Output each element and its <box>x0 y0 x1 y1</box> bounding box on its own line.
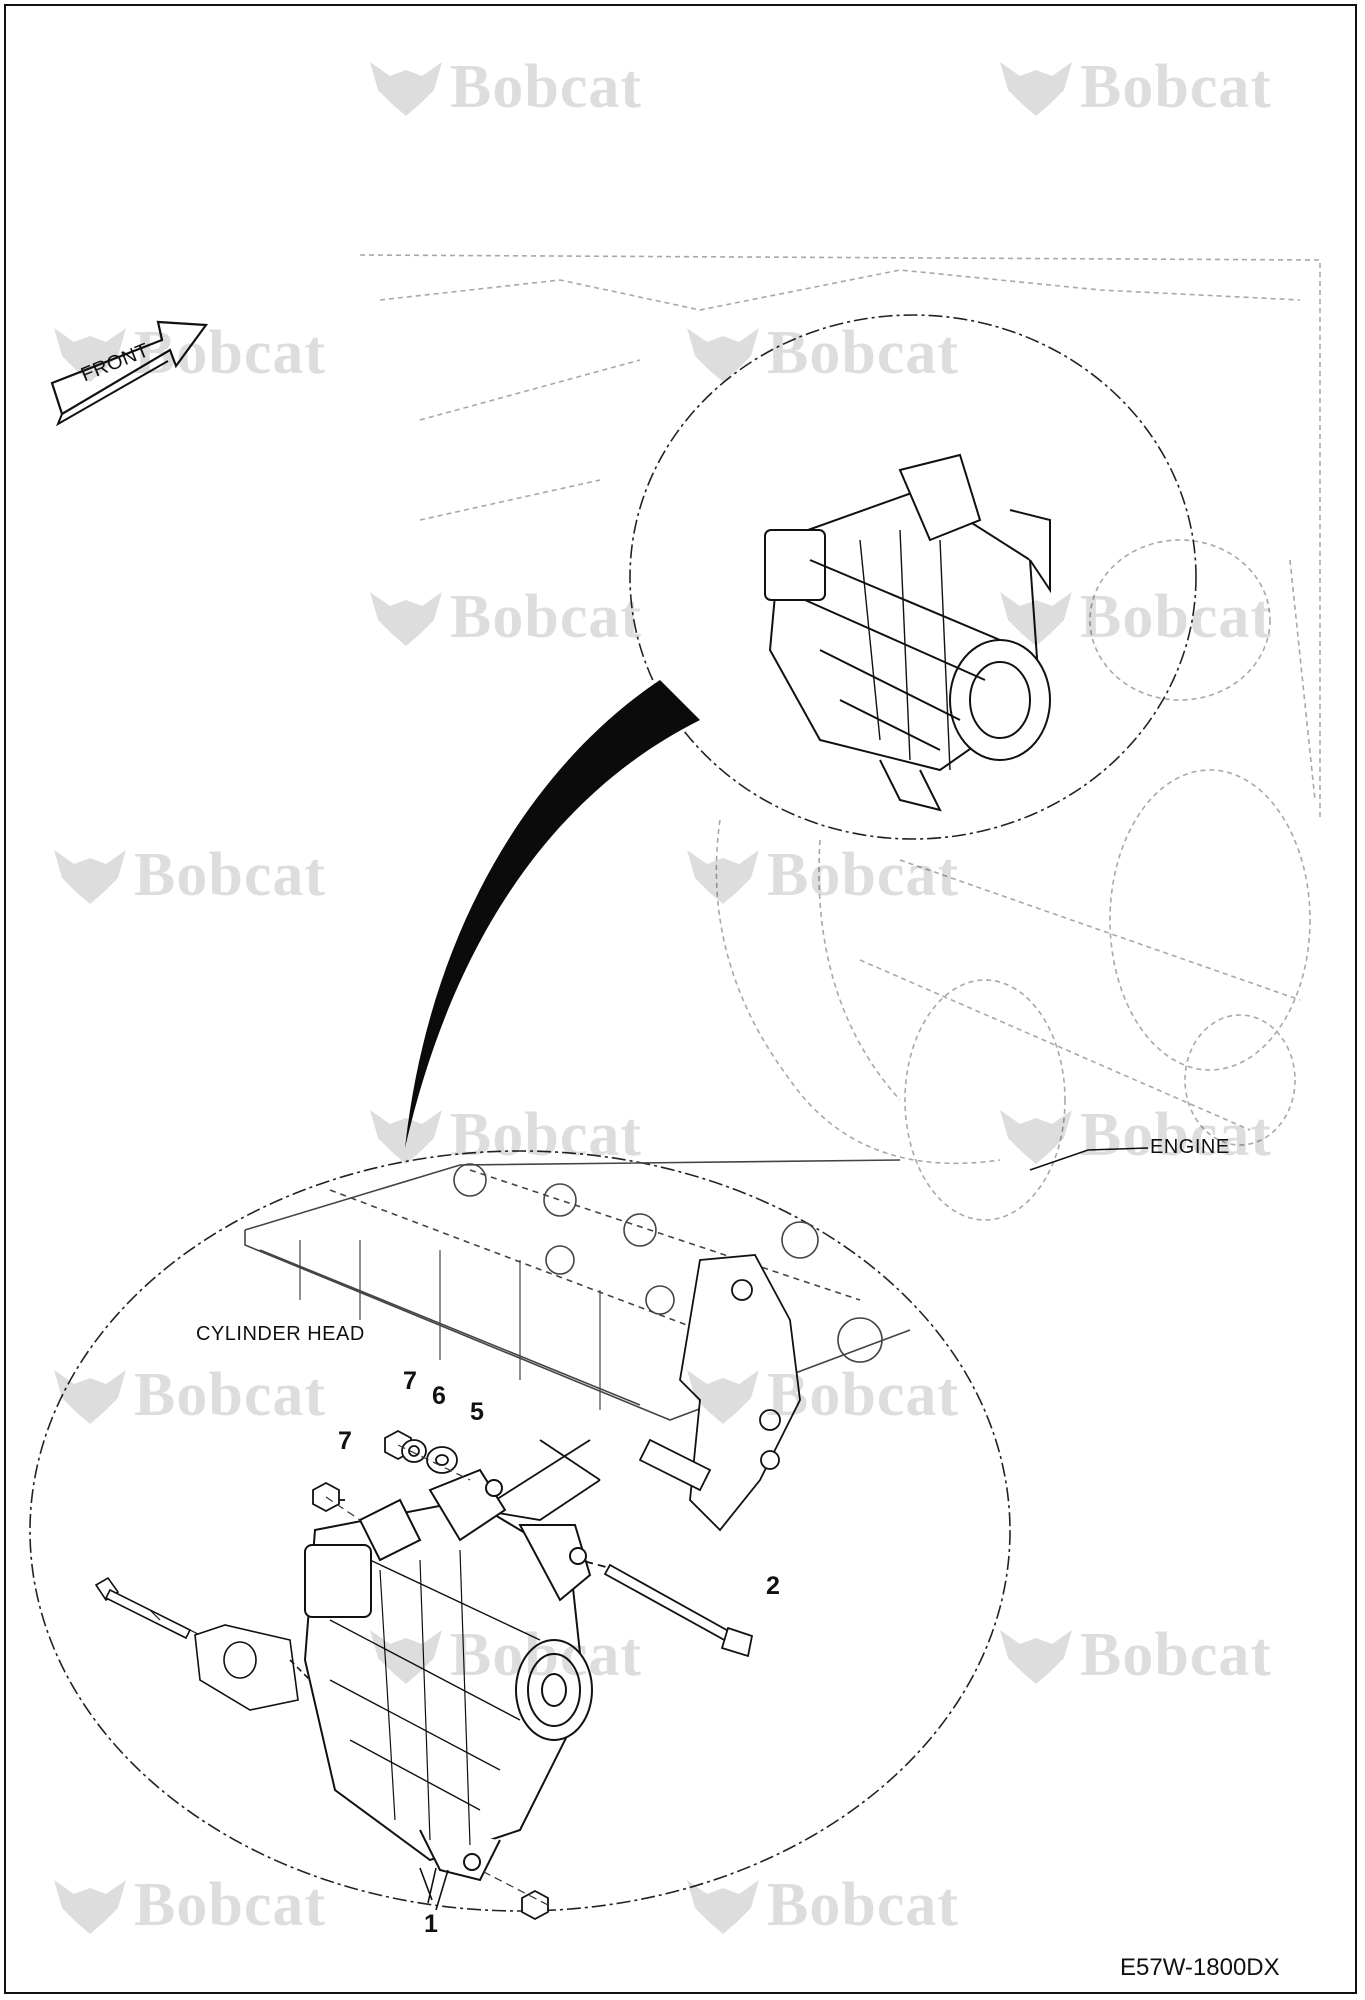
detail-connector-wedge <box>405 680 700 1148</box>
drawing-frame <box>4 4 1357 1994</box>
engine-background <box>359 254 1321 1221</box>
detail-circle-cylinder-head <box>29 1150 1011 1912</box>
bolt-2-icon <box>559 1554 754 1658</box>
drawing-code: E57W-1800DX <box>1120 1954 1280 1981</box>
alternator-part-1-icon <box>303 1468 593 1882</box>
callout-5: 5 <box>470 1398 484 1426</box>
callout-1: 1 <box>424 1910 438 1938</box>
engine-label: ENGINE <box>1150 1136 1230 1158</box>
mounting-bracket-icon <box>477 1254 801 1532</box>
callout-7-left: 7 <box>338 1427 352 1455</box>
adjusting-bolt-icon <box>94 1576 321 1711</box>
detail-circle-engine <box>629 314 1197 840</box>
nut-lower-icon <box>521 1889 549 1921</box>
callout-6: 6 <box>432 1382 446 1410</box>
callout-2: 2 <box>766 1572 780 1600</box>
alignment-lines <box>325 1444 549 1906</box>
cylinder-head-label: CYLINDER HEAD <box>196 1323 365 1345</box>
callout-7-upper: 7 <box>403 1367 417 1395</box>
leader-lines <box>419 1147 1149 1911</box>
alternator-installed-icon <box>764 453 1051 812</box>
front-arrow-icon <box>50 320 209 427</box>
cylinder-head-icon <box>244 1159 911 1421</box>
